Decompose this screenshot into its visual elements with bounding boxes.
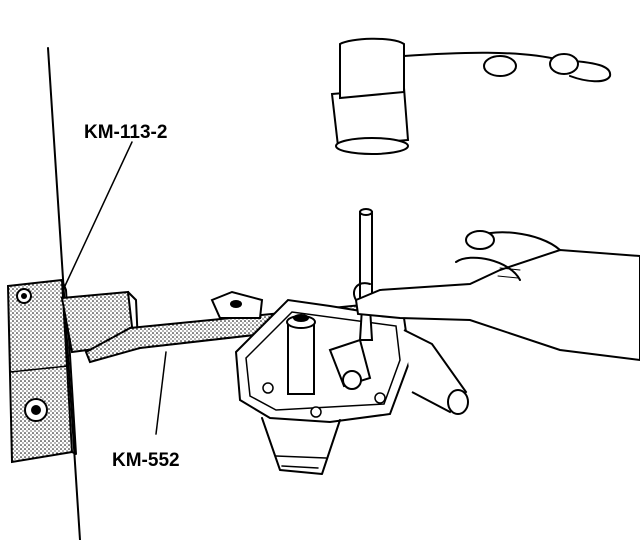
label-km-113-2: KM-113-2 xyxy=(84,122,167,143)
leader-km-113-2 xyxy=(63,141,133,289)
label-km-552: KM-552 xyxy=(112,450,180,471)
hammer-icon xyxy=(330,37,612,155)
hand-icon xyxy=(352,230,640,362)
fixture-edge-line xyxy=(47,47,81,540)
drift-punch-icon xyxy=(358,208,374,341)
leader-km-552 xyxy=(155,351,167,435)
holding-fixture xyxy=(6,278,77,464)
